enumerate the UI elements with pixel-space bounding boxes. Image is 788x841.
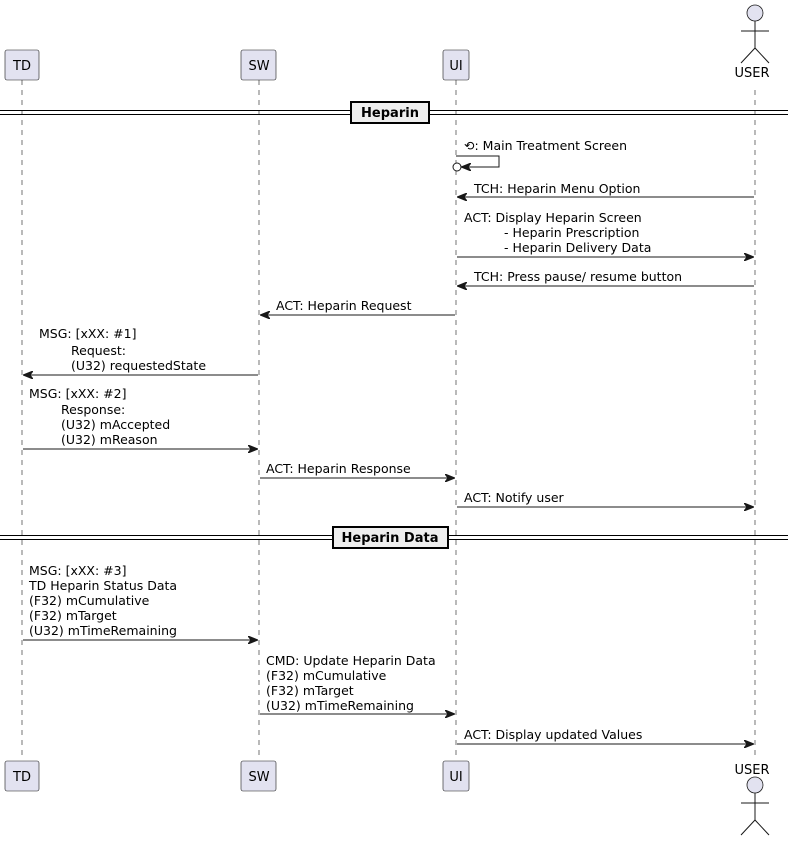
participant-user-label-bottom: USER xyxy=(734,763,769,778)
message-label-line: ACT: Display Heparin Screen xyxy=(464,210,642,225)
actor-stick-figure-icon xyxy=(740,776,770,836)
message-label-line: ACT: Heparin Request xyxy=(276,298,412,313)
message-xxx-1-request: MSG: [xXX: #1] Request: (U32) requestedS… xyxy=(24,326,258,375)
participant-sw-label-bottom: SW xyxy=(248,770,269,785)
participant-td-label: TD xyxy=(12,59,31,74)
message-label-line: (U32) requestedState xyxy=(71,358,206,373)
message-heparin-menu-option: TCH: Heparin Menu Option xyxy=(458,181,754,197)
message-label-line: Request: xyxy=(71,343,126,358)
message-label-line: - Heparin Delivery Data xyxy=(504,240,651,255)
participant-sw-label: SW xyxy=(248,59,269,74)
message-main-treatment-screen: ⟲: Main Treatment Screen xyxy=(452,138,627,172)
message-label-line: TCH: Heparin Menu Option xyxy=(473,181,640,196)
actor-user-bottom: USER xyxy=(734,763,770,836)
participant-sw-bottom: SW xyxy=(240,760,277,792)
divider-heparin-data-label: Heparin Data xyxy=(342,531,439,546)
message-xxx-2-response: MSG: [xXX: #2] Response: (U32) mAccepted… xyxy=(23,386,257,449)
participant-td-bottom: TD xyxy=(4,760,40,792)
message-xxx-3-status-data: MSG: [xXX: #3] TD Heparin Status Data (F… xyxy=(23,563,257,640)
message-label-line: (U32) mAccepted xyxy=(61,417,170,432)
participant-ui-top: UI xyxy=(442,49,470,81)
participant-sw-top: SW xyxy=(240,49,277,81)
message-label-line: ACT: Display updated Values xyxy=(464,727,642,742)
message-label-line: (U32) mTimeRemaining xyxy=(266,698,414,713)
message-label-line: TCH: Press pause/ resume button xyxy=(473,269,682,284)
message-display-heparin-screen: ACT: Display Heparin Screen - Heparin Pr… xyxy=(457,210,753,257)
message-label-line: ACT: Heparin Response xyxy=(266,461,411,476)
message-label-line: Response: xyxy=(61,402,125,417)
message-label-line: TD Heparin Status Data xyxy=(28,578,177,593)
message-update-heparin-data: CMD: Update Heparin Data (F32) mCumulati… xyxy=(260,653,454,714)
message-label-line: - Heparin Prescription xyxy=(504,225,639,240)
message-label-line: (U32) mReason xyxy=(61,432,158,447)
divider-heparin-data: Heparin Data xyxy=(0,526,788,549)
message-label-line: (F32) mTarget xyxy=(29,608,117,623)
message-label-line: MSG: [xXX: #2] xyxy=(29,386,126,401)
message-label-line: CMD: Update Heparin Data xyxy=(266,653,436,668)
message-label-line: ⟲: Main Treatment Screen xyxy=(464,138,627,153)
participant-ui-bottom: UI xyxy=(442,760,470,792)
participant-td-label-bottom: TD xyxy=(12,770,31,785)
message-label-line: (F32) mTarget xyxy=(266,683,354,698)
message-label-line: ACT: Notify user xyxy=(464,490,565,505)
divider-heparin: Heparin xyxy=(0,101,788,124)
message-label-line: (F32) mCumulative xyxy=(29,593,150,608)
actor-stick-figure-icon xyxy=(740,4,770,64)
message-display-updated-values: ACT: Display updated Values xyxy=(457,727,753,744)
message-heparin-request: ACT: Heparin Request xyxy=(261,298,455,315)
divider-heparin-label: Heparin xyxy=(361,106,419,121)
participant-ui-label: UI xyxy=(449,59,462,74)
message-notify-user: ACT: Notify user xyxy=(457,490,753,507)
message-label-line: (F32) mCumulative xyxy=(266,668,387,683)
message-press-pause-resume: TCH: Press pause/ resume button xyxy=(458,269,754,286)
message-label-line: (U32) mTimeRemaining xyxy=(29,623,177,638)
message-label-line: MSG: [xXX: #1] xyxy=(39,326,136,341)
participant-user-label: USER xyxy=(734,66,769,81)
message-heparin-response: ACT: Heparin Response xyxy=(260,461,454,478)
actor-user-top: USER xyxy=(734,4,770,81)
participant-ui-label-bottom: UI xyxy=(449,770,462,785)
message-label-line: MSG: [xXX: #3] xyxy=(29,563,126,578)
participant-td-top: TD xyxy=(4,49,40,81)
